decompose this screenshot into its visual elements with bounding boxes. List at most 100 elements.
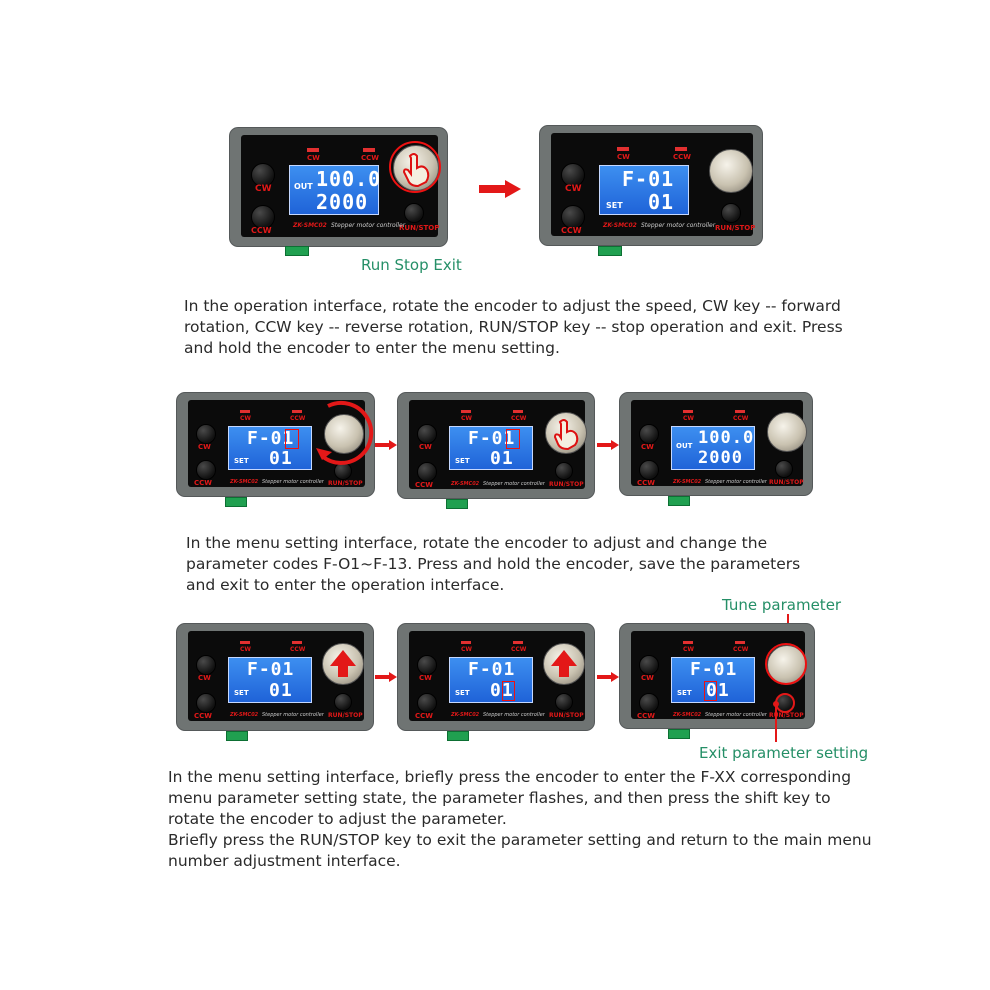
device-face: CW CCW CW CCW F-01 SET 01 RUN/STOP ZK-SM… — [631, 631, 807, 720]
cw-label: CW — [565, 184, 582, 194]
device-face: CW CCW CW CCW F-01 SET 01 RUN/STOP ZK-SM… — [551, 133, 756, 236]
cw-button[interactable] — [561, 163, 585, 187]
cw-button[interactable] — [417, 655, 437, 675]
ccw-led — [735, 410, 745, 413]
menu-code-readout: F-01 — [690, 659, 738, 680]
hand-press-icon — [553, 419, 579, 451]
cw-led-label: CW — [240, 646, 252, 653]
speed-readout: 100.0 — [698, 428, 755, 448]
runstop-label: RUN/STOP — [769, 712, 804, 719]
cw-led-label: CW — [307, 154, 320, 162]
row3-description-2: Briefly press the RUN/STOP key to exit t… — [168, 831, 872, 870]
ccw-led-label: CCW — [511, 415, 527, 422]
encoder-knob[interactable] — [324, 414, 364, 454]
cw-led — [617, 147, 629, 151]
menu-value-readout: 01 — [648, 190, 675, 214]
model-label: ZK-SMC02 — [673, 479, 702, 485]
model-label: ZK-SMC02 — [451, 481, 480, 487]
ccw-button[interactable] — [417, 462, 437, 482]
ccw-button[interactable] — [196, 693, 216, 713]
encoder-knob[interactable] — [543, 643, 585, 685]
flashing-digit-highlight — [285, 429, 299, 449]
set-label: SET — [677, 689, 692, 697]
encoder-knob[interactable] — [709, 149, 753, 193]
lcd-screen: F-01 SET 01 — [228, 426, 312, 470]
menu-code-readout: F-01 — [247, 659, 295, 680]
encoder-knob[interactable] — [545, 412, 587, 454]
runstop-button[interactable] — [555, 462, 573, 480]
cw-led — [683, 641, 693, 644]
rotate-arrow-icon — [316, 400, 374, 465]
up-arrow-icon — [551, 650, 577, 677]
cw-led-label: CW — [461, 646, 473, 653]
menu-value-readout: 01 — [490, 680, 514, 701]
row3-description-1: In the menu setting interface, briefly p… — [168, 768, 852, 828]
model-desc: Stepper motor controller — [705, 479, 767, 485]
runstop-button[interactable] — [334, 693, 352, 711]
ccw-button[interactable] — [196, 460, 216, 480]
cw-led — [307, 148, 319, 152]
runstop-button[interactable] — [775, 460, 793, 478]
cw-button[interactable] — [196, 424, 216, 444]
model-desc: Stepper motor controller — [705, 712, 767, 718]
ccw-label: CCW — [251, 226, 272, 235]
tune-parameter-caption: Tune parameter — [722, 596, 842, 614]
model-desc: Stepper motor controller — [483, 481, 545, 487]
ccw-led — [292, 410, 302, 413]
ccw-button[interactable] — [639, 460, 659, 480]
set-label: SET — [455, 457, 470, 465]
ccw-label: CCW — [561, 226, 582, 235]
model-label: ZK-SMC02 — [230, 712, 259, 718]
runstop-button[interactable] — [555, 693, 573, 711]
row1-description: In the operation interface, rotate the e… — [184, 297, 843, 357]
cw-label: CW — [419, 674, 432, 682]
cw-label: CW — [255, 184, 272, 194]
lcd-screen: F-01 SET 01 — [671, 657, 755, 703]
runstop-button[interactable] — [721, 203, 741, 223]
terminal-block — [447, 731, 469, 741]
set-label: SET — [234, 457, 249, 465]
ccw-led — [675, 147, 687, 151]
row2-description: In the menu setting interface, rotate th… — [186, 534, 801, 594]
model-label: ZK-SMC02 — [673, 712, 702, 718]
cw-led-label: CW — [617, 153, 630, 161]
runstop-button[interactable] — [404, 203, 424, 223]
model-desc: Stepper motor controller — [483, 712, 545, 718]
terminal-block — [226, 731, 248, 741]
encoder-highlight-ring — [765, 643, 807, 685]
menu-value-readout: 01 — [490, 448, 514, 469]
runstop-label: RUN/STOP — [715, 224, 756, 232]
menu-code-readout: F-01 — [247, 428, 295, 449]
runstop-label: RUN/STOP — [769, 479, 804, 486]
ccw-button[interactable] — [251, 205, 275, 229]
controller-menu-device: CW CCW CW CCW F-01 SET 01 RUN/STOP ZK-SM… — [619, 623, 815, 729]
flashing-digit-highlight — [704, 681, 717, 701]
encoder-knob[interactable] — [767, 412, 807, 452]
cw-button[interactable] — [639, 424, 659, 444]
ccw-label: CCW — [637, 712, 655, 720]
right-arrow-icon — [597, 672, 619, 682]
device-face: CW CCW CW CCW F-01 SET 01 RUN/STOP ZK-SM… — [409, 400, 587, 489]
model-label: ZK-SMC02 — [451, 712, 480, 718]
ccw-led-label: CCW — [290, 646, 306, 653]
right-arrow-icon — [375, 672, 397, 682]
cw-label: CW — [419, 443, 432, 451]
ccw-button[interactable] — [417, 693, 437, 713]
cw-button[interactable] — [251, 163, 275, 187]
cw-button[interactable] — [196, 655, 216, 675]
cw-label: CW — [198, 443, 211, 451]
right-arrow-icon — [375, 440, 397, 450]
up-arrow-icon — [330, 650, 356, 677]
model-desc: Stepper motor controller — [262, 712, 324, 718]
right-arrow-icon — [479, 180, 521, 198]
ccw-button[interactable] — [561, 205, 585, 229]
encoder-knob[interactable] — [322, 643, 364, 685]
cw-button[interactable] — [417, 424, 437, 444]
pointer-line — [773, 701, 779, 742]
terminal-block — [668, 729, 690, 739]
controller-menu-device: CW CCW CW CCW F-01 SET 01 RUN/STOP ZK-SM… — [397, 623, 595, 731]
ccw-button[interactable] — [639, 693, 659, 713]
cw-button[interactable] — [639, 655, 659, 675]
model-desc: Stepper motor controller — [641, 222, 716, 229]
terminal-block — [225, 497, 247, 507]
